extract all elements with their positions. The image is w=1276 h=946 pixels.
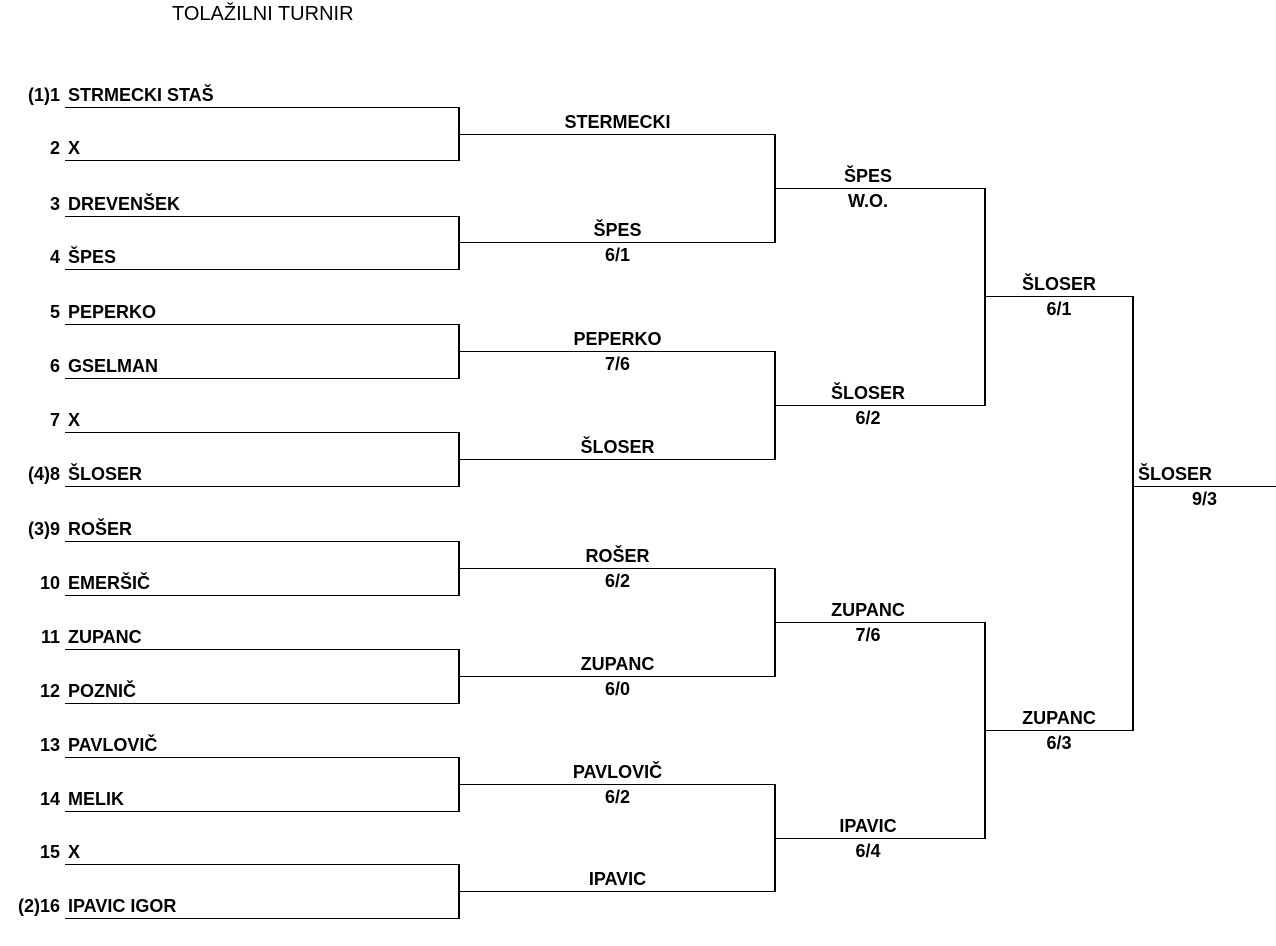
match-score [460,894,775,914]
winner-name: ROŠER [585,546,650,566]
match-line [459,459,775,460]
match-line [985,296,1133,297]
winner-name: STERMECKI [564,112,671,132]
player-line [65,216,460,217]
player-seed: 7 [49,410,60,430]
player-name: MELIK [68,789,124,809]
match-line [459,891,775,892]
player-line [65,160,460,161]
tournament-title: TOLAŽILNI TURNIR [172,3,354,25]
match-score: 6/1 [1046,299,1072,319]
match-line [775,405,985,406]
match-score [460,462,775,482]
winner-name: IPAVIC [588,869,647,889]
match-line [459,351,775,352]
player-line [65,918,460,919]
player-seed: 10 [39,573,60,593]
player-line [65,811,460,812]
player-seed: (3)9 [27,519,60,539]
match-score: 6/3 [1046,733,1072,753]
player-name: DREVENŠEK [68,194,181,214]
bracket-connector [984,188,986,406]
player-seed: 4 [49,247,60,267]
match-score [460,137,775,157]
player-line [65,649,460,650]
match-score: 6/0 [604,679,631,699]
player-name: POZNIČ [68,681,137,701]
winner-name: ZUPANC [580,654,655,674]
match-score: 6/4 [855,841,881,861]
match-line [459,784,775,785]
champion-score: 9/3 [1191,489,1218,509]
player-line [65,541,460,542]
champion-line [1133,486,1276,487]
match-line [775,838,985,839]
champion-name: ŠLOSER [1138,464,1213,484]
player-name: PEPERKO [68,302,157,322]
player-name: X [68,410,81,430]
match-score: 7/6 [855,625,881,645]
player-name: X [68,842,81,862]
player-name: EMERŠIČ [68,573,151,593]
match-line [775,622,985,623]
winner-name: PAVLOVIČ [572,762,663,782]
player-line [65,378,460,379]
match-score: 6/2 [855,408,881,428]
match-line [459,134,775,135]
match-line [459,568,775,569]
player-line [65,703,460,704]
player-seed: 11 [40,627,60,647]
player-seed: (4)8 [27,464,60,484]
winner-name: ŠLOSER [830,383,905,403]
winner-name: ZUPANC [1022,708,1096,728]
winner-name: PEPERKO [573,329,662,349]
player-seed: 13 [39,735,60,755]
winner-name: IPAVIC [839,816,897,836]
match-line [775,188,985,189]
player-line [65,757,460,758]
winner-name: ŠLOSER [580,437,655,457]
player-seed: 12 [39,681,60,701]
player-name: ŠPES [68,247,117,267]
match-score: 6/2 [604,787,631,807]
player-seed: 5 [49,302,60,322]
match-score: W.O. [848,191,888,211]
player-name: GSELMAN [68,356,158,376]
player-line [65,269,460,270]
match-line [459,676,775,677]
winner-name: ŠLOSER [1021,274,1096,294]
bracket-connector [1132,296,1134,731]
player-seed: 14 [39,789,60,809]
bracket-connector [458,216,460,270]
player-line [65,107,460,108]
match-score: 6/1 [604,245,631,265]
player-name: X [68,138,81,158]
player-seed: 3 [49,194,60,214]
match-line [459,242,775,243]
player-name: PAVLOVIČ [68,735,158,755]
player-line [65,324,460,325]
player-line [65,864,460,865]
player-name: IPAVIC IGOR [68,896,177,916]
player-name: ŠLOSER [68,464,143,484]
winner-name: ŠPES [843,166,893,186]
player-name: ROŠER [68,519,133,539]
match-score: 7/6 [604,354,631,374]
player-line [65,595,460,596]
winner-name: ZUPANC [831,600,905,620]
player-seed: (1)1 [27,85,60,105]
player-line [65,432,460,433]
match-line [985,730,1133,731]
player-seed: 6 [49,356,60,376]
player-line [65,486,460,487]
match-score: 6/2 [604,571,631,591]
player-seed: 2 [49,138,60,158]
player-name: STRMECKI STAŠ [68,85,214,105]
winner-name: ŠPES [593,220,642,240]
player-seed: 15 [39,842,60,862]
player-name: ZUPANC [68,627,142,647]
player-seed: (2)16 [17,896,60,916]
